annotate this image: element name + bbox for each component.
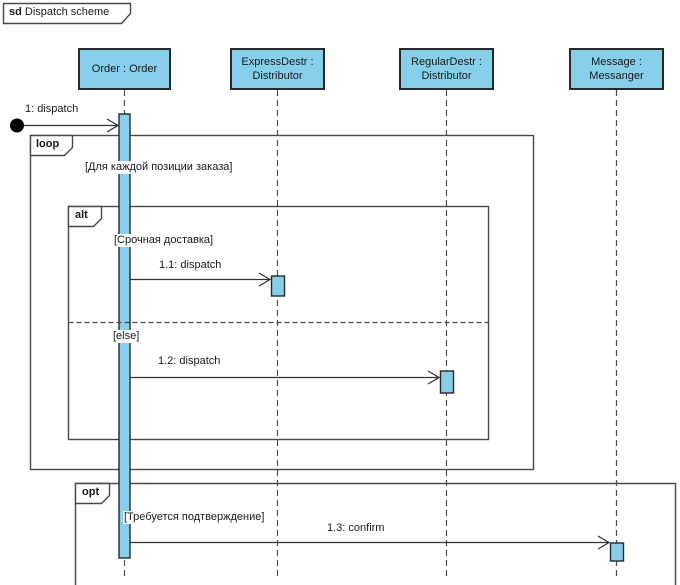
lifeline-head-expressdestr-label: ExpressDestr : Distributor <box>241 56 314 82</box>
message-1-arrowhead-icon <box>106 118 120 133</box>
lifeline-head-order-label: Order : Order <box>91 63 158 75</box>
alt-operator-pentagon[interactable] <box>67 205 103 228</box>
loop-fragment-frame[interactable] <box>29 134 535 471</box>
diagram-title-keyword: sd <box>9 6 22 18</box>
message-1-2-label: 1.2: dispatch <box>158 355 221 367</box>
activation-expressdestr[interactable] <box>270 275 286 297</box>
message-1-3-label: 1.3: confirm <box>327 522 385 534</box>
alt-else-guard-label: [else] <box>112 330 141 343</box>
lifeline-head-expressdestr[interactable]: ExpressDestr : Distributor <box>230 48 325 90</box>
alt-guard-label: [Срочная доставка] <box>113 234 215 247</box>
lifeline-head-message[interactable]: Message : Messanger <box>569 48 664 90</box>
lifeline-head-message-label: Message : Messanger <box>589 56 644 82</box>
activation-message[interactable] <box>609 542 625 562</box>
lifeline-head-order[interactable]: Order : Order <box>78 48 171 90</box>
message-1-2-arrowhead-icon <box>427 370 441 385</box>
loop-operator-pentagon[interactable] <box>29 134 74 157</box>
diagram-title-text: Dispatch scheme <box>24 6 110 18</box>
opt-operator-pentagon[interactable] <box>74 482 111 505</box>
loop-guard-label: [Для каждой позиции заказа] <box>84 161 234 174</box>
diagram-title-tab[interactable] <box>2 2 132 25</box>
opt-fragment-frame[interactable] <box>74 482 677 585</box>
message-1-1-arrowhead-icon <box>258 272 272 287</box>
message-1-3-arrowhead-icon <box>597 535 611 550</box>
opt-guard-label: [Требуется подтверждение] <box>123 511 266 524</box>
message-1-1-label: 1.1: dispatch <box>159 259 222 271</box>
message-1-label: 1: dispatch <box>25 103 79 115</box>
alt-operator-label: alt <box>75 209 88 221</box>
loop-operator-label: loop <box>36 138 60 150</box>
activation-regulardestr[interactable] <box>439 370 455 394</box>
opt-operator-label: opt <box>82 486 100 498</box>
lifeline-head-regulardestr[interactable]: RegularDestr : Distributor <box>399 48 494 90</box>
lifeline-head-regulardestr-label: RegularDestr : Distributor <box>411 56 482 82</box>
diagram-title: sd Dispatch scheme <box>9 6 109 19</box>
found-message-circle[interactable] <box>10 118 24 133</box>
